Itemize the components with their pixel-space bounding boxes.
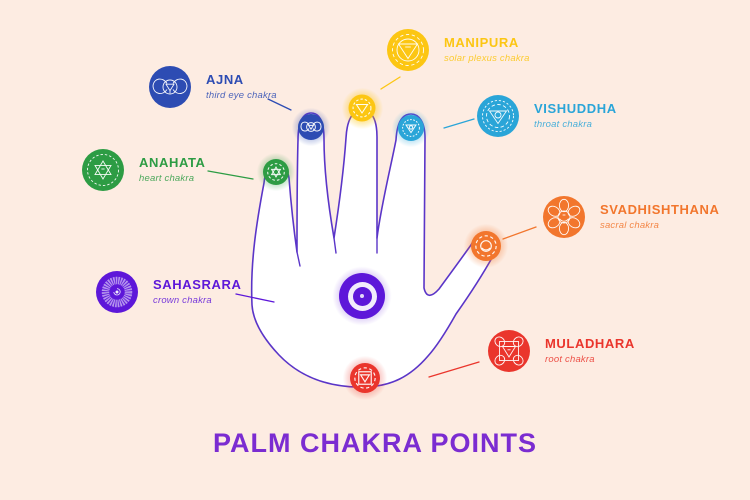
- ajna-connector-line: [267, 98, 292, 111]
- manipura-label: MANIPURA: [444, 35, 519, 51]
- anahata-mini-icon: [267, 163, 285, 181]
- vishuddha-point: [398, 115, 424, 141]
- vishuddha-sublabel: throat chakra: [534, 118, 593, 130]
- anahata-label-block: ANAHATA heart chakra: [82, 149, 206, 191]
- ajna-point: [298, 114, 324, 140]
- ajna-label-block: AJNA third eye chakra: [149, 66, 277, 108]
- vishuddha-label-texts: VISHUDDHA throat chakra: [534, 95, 617, 137]
- svadhishthana-connector-line: [502, 226, 537, 240]
- svadhishthana-sacral-icon: [543, 196, 585, 238]
- muladhara-root-icon: [488, 330, 530, 372]
- muladhara-mini-icon: [354, 367, 376, 389]
- point-pinky-fingertip: [250, 146, 302, 198]
- svadhishthana-label: SVADHISHTHANA: [600, 202, 720, 218]
- anahata-sublabel: heart chakra: [139, 172, 195, 184]
- manipura-mini-icon: [352, 98, 372, 118]
- muladhara-label-block: MULADHARA root chakra: [488, 330, 635, 372]
- vishuddha-throat-icon: [477, 95, 519, 137]
- manipura-label-texts: MANIPURA solar plexus chakra: [444, 29, 530, 71]
- hand-outline: [250, 109, 497, 388]
- anahata-point: [263, 159, 289, 185]
- sahasrara-connector-line: [235, 293, 275, 303]
- muladhara-connector-line: [428, 361, 480, 378]
- sahasrara-point-core: [352, 286, 372, 306]
- sahasrara-crown-icon: [96, 271, 138, 313]
- anahata-connector-line: [207, 170, 254, 180]
- sahasrara-point: [339, 273, 385, 319]
- vishuddha-label: VISHUDDHA: [534, 101, 617, 117]
- svadhishthana-mini-icon: [475, 235, 497, 257]
- point-palm-base: [335, 348, 395, 408]
- muladhara-point: [350, 363, 380, 393]
- point-palm-center: [322, 256, 402, 336]
- sahasrara-label-block: SAHASRARA crown chakra: [96, 271, 241, 313]
- svadhishthana-label-block: SVADHISHTHANA sacral chakra: [543, 196, 720, 238]
- sahasrara-label: SAHASRARA: [153, 277, 242, 293]
- vishuddha-mini-icon: [402, 119, 420, 137]
- ajna-third-eye-icon: [149, 66, 191, 108]
- sahasrara-label-texts: SAHASRARA crown chakra: [153, 271, 241, 313]
- sahasrara-point-inner-ring: [347, 281, 377, 311]
- ajna-sublabel: third eye chakra: [206, 89, 277, 101]
- anahata-label: ANAHATA: [139, 155, 206, 171]
- muladhara-label-texts: MULADHARA root chakra: [545, 330, 635, 372]
- finger-creases: [296, 237, 378, 267]
- vishuddha-label-block: VISHUDDHA throat chakra: [477, 95, 617, 137]
- manipura-sublabel: solar plexus chakra: [444, 52, 530, 64]
- point-ring-fingertip: [285, 101, 337, 153]
- manipura-label-block: MANIPURA solar plexus chakra: [387, 29, 530, 71]
- ajna-label-texts: AJNA third eye chakra: [206, 66, 277, 108]
- point-index-fingertip: [385, 102, 437, 154]
- svadhishthana-sublabel: sacral chakra: [600, 219, 660, 231]
- point-thumb-tip: [456, 216, 516, 276]
- ajna-mini-icon: [300, 121, 322, 132]
- svadhishthana-label-texts: SVADHISHTHANA sacral chakra: [600, 196, 720, 238]
- manipura-point: [348, 94, 376, 122]
- ajna-label: AJNA: [206, 72, 244, 88]
- point-middle-fingertip: [334, 80, 390, 136]
- svadhishthana-point: [471, 231, 501, 261]
- anahata-heart-icon: [82, 149, 124, 191]
- manipura-solar-plexus-icon: [387, 29, 429, 71]
- vishuddha-connector-line: [443, 118, 475, 129]
- muladhara-sublabel: root chakra: [545, 353, 595, 365]
- muladhara-label: MULADHARA: [545, 336, 635, 352]
- manipura-connector-line: [380, 76, 401, 90]
- page-title: PALM CHAKRA POINTS: [213, 428, 537, 458]
- sahasrara-sublabel: crown chakra: [153, 294, 212, 306]
- connector-lines: [207, 76, 537, 378]
- anahata-label-texts: ANAHATA heart chakra: [139, 149, 206, 191]
